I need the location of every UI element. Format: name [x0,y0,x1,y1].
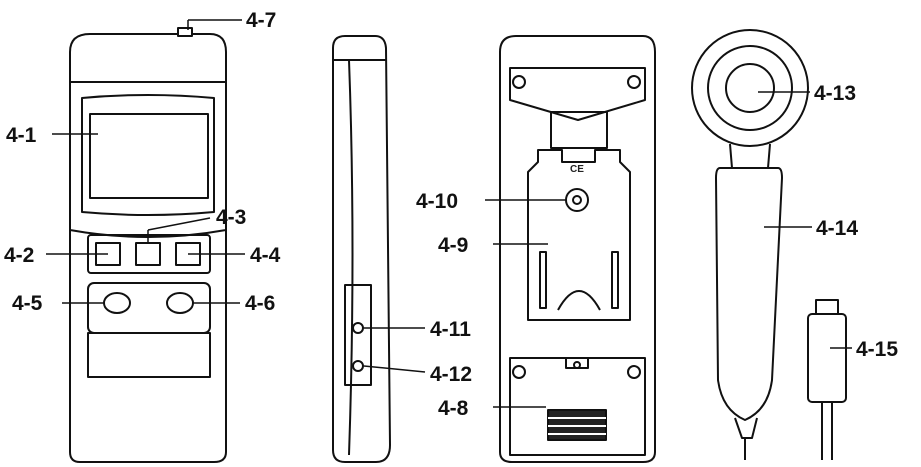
round-key-left [103,292,131,314]
leader-4-12 [363,365,426,373]
round-key-right [166,292,194,314]
label-4-10: 4-10 [416,190,458,213]
label-4-4: 4-4 [250,244,281,267]
side-port-panel [344,284,372,386]
label-4-7: 4-7 [246,9,276,32]
label-4-15: 4-15 [856,338,898,361]
handle-tip [734,417,758,439]
sensor-head-ring [707,45,793,131]
key-middle [135,242,161,266]
front-body-outline [69,33,227,463]
label-4-2: 4-2 [4,244,34,267]
ce-mark: CE [570,164,584,175]
label-4-5: 4-5 [12,292,43,315]
side-jack-upper [352,322,364,334]
lcd-display [89,113,209,199]
side-jack-lower [352,360,364,372]
label-4-6: 4-6 [245,292,275,315]
screw-bottom-right [627,365,641,379]
sensor-handle [715,167,783,421]
stand-finger-notch [557,290,601,311]
sensor-neck [729,143,771,169]
label-4-3: 4-3 [216,206,246,229]
battery-cover [509,357,646,456]
sensor-socket-top [177,27,193,37]
front-lower-panel [87,332,211,378]
label-4-8: 4-8 [438,397,469,420]
leader-4-3 [147,217,211,231]
label-4-1: 4-1 [6,124,37,147]
connector-cable [821,402,833,460]
label-4-14: 4-14 [816,217,858,240]
back-label-plate [550,111,608,149]
connector-cap [815,299,839,315]
label-4-9: 4-9 [438,234,468,257]
tripod-socket-inner [572,195,582,205]
back-view: CE [499,35,656,463]
screw-bottom-left [512,365,526,379]
connector-body [807,313,847,403]
callout-labels: 4-7 4-1 4-3 4-2 4-4 4-5 4-6 4-10 4-9 4-1… [4,9,898,420]
tilt-stand [527,149,631,321]
light-sensor-probe [691,29,847,460]
sensor-head-outer [691,29,809,147]
stand-slot-left [539,251,547,309]
back-body-outline [499,35,656,463]
stand-slot-right [611,251,619,309]
label-4-12: 4-12 [430,363,472,386]
screw-top-left [512,75,526,89]
front-view [69,27,227,463]
label-4-13: 4-13 [814,82,856,105]
leader-lines [46,19,852,408]
latch-screw [573,361,581,369]
label-4-11: 4-11 [430,318,471,341]
front-display-frame [81,94,215,216]
screw-top-right [627,75,641,89]
back-top-shape [509,67,646,121]
tripod-socket-outer [565,188,589,212]
sensor-photo-dome [725,63,775,113]
side-view [332,35,391,463]
side-edge-curve [348,59,354,456]
side-body-outline [332,35,391,463]
